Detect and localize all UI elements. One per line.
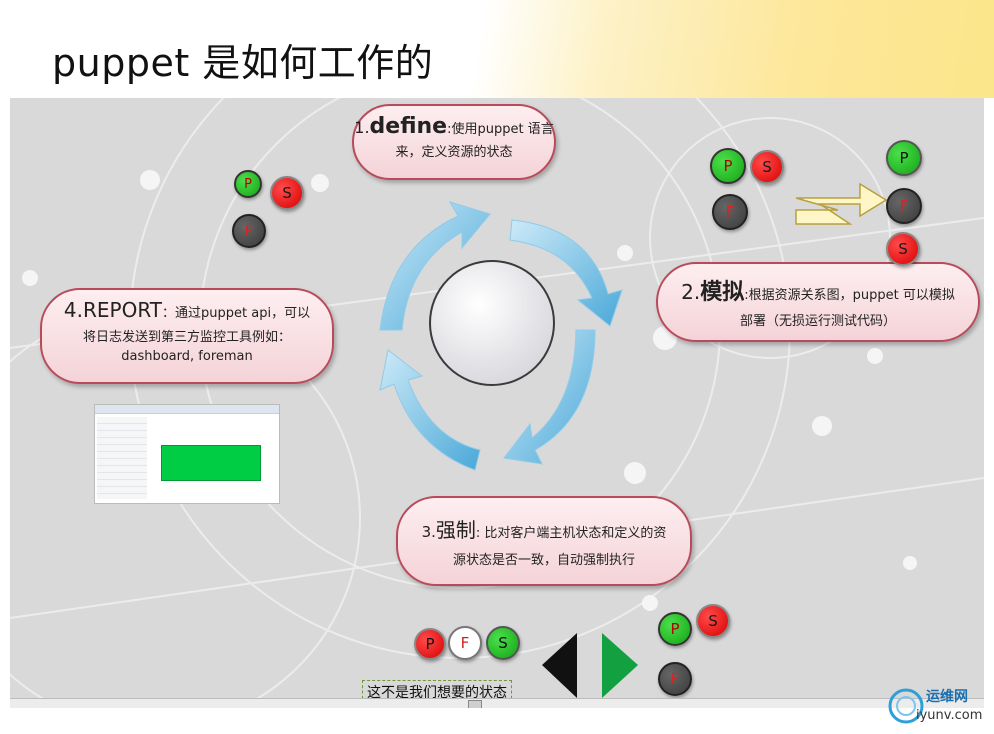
step-report-text1: ：通过puppet api，可以: [162, 306, 311, 321]
node-s: S: [486, 626, 520, 660]
step-define-text1: :使用puppet 语言: [447, 122, 554, 137]
step-define-bubble: 1.define:使用puppet 语言 来，定义资源的状态: [352, 104, 556, 180]
dashboard-thumb-bar: [161, 445, 261, 481]
dashboard-thumbnail: [94, 404, 280, 504]
node-f: F: [232, 214, 266, 248]
step-report-head: REPORT: [83, 298, 163, 322]
node-p: P: [414, 628, 446, 660]
background-decoration: [10, 98, 984, 708]
step-simulate-head: 模拟: [700, 280, 745, 305]
watermark: 运维网 iyunv.com: [886, 684, 992, 730]
horizontal-scrollbar[interactable]: [10, 698, 984, 708]
slide-header: puppet 是如何工作的: [0, 0, 994, 98]
step-report-text2: 将日志发送到第三方监控工具例如：: [82, 330, 291, 345]
step-simulate-text2: 部署（无损运行测试代码）: [739, 314, 896, 329]
node-p: P: [234, 170, 262, 198]
node-p: P: [886, 140, 922, 176]
node-f: F: [658, 662, 692, 696]
step-simulate-text1: :根据资源关系图，puppet 可以模拟: [744, 288, 955, 303]
node-p: P: [658, 612, 692, 646]
watermark-name: 运维网: [926, 689, 968, 705]
step-report-text3: dashboard, foreman: [121, 349, 253, 364]
step-enforce-text1: : 比对客户端主机状态和定义的资: [475, 526, 667, 541]
center-circle: [429, 260, 555, 386]
step-enforce-bubble: 3.强制: 比对客户端主机状态和定义的资 源状态是否一致，自动强制执行: [396, 496, 692, 586]
node-p: P: [710, 148, 746, 184]
step-simulate-number: 2.: [681, 280, 701, 304]
watermark-url: iyunv.com: [916, 708, 983, 723]
green-triangle-right: [602, 633, 638, 698]
step-enforce-number: 3.: [421, 523, 436, 541]
node-s: S: [270, 176, 304, 210]
scrollbar-thumb[interactable]: [468, 700, 482, 708]
cycle-arrows: [379, 201, 623, 471]
node-s: S: [886, 232, 920, 266]
step-define-text2: 来，定义资源的状态: [395, 145, 513, 160]
step-report-number: 4.: [63, 298, 84, 322]
node-s: S: [696, 604, 730, 638]
slide-title: puppet 是如何工作的: [52, 41, 434, 85]
step-simulate-bubble: 2.模拟:根据资源关系图，puppet 可以模拟 部署（无损运行测试代码）: [656, 262, 980, 342]
simulate-zigzag-arrow: [795, 182, 888, 225]
step-enforce-text2: 源状态是否一致，自动强制执行: [452, 553, 635, 568]
node-f: F: [448, 626, 482, 660]
step-define-number: 1.: [354, 118, 370, 137]
step-define-head: define: [369, 114, 448, 139]
black-triangle-left: [542, 633, 577, 698]
node-f: F: [712, 194, 748, 230]
watermark-logo-icon: [888, 688, 924, 724]
node-f: F: [886, 188, 922, 224]
step-enforce-head: 强制: [435, 518, 476, 542]
step-report-bubble: 4.REPORT：通过puppet api，可以 将日志发送到第三方监控工具例如…: [40, 288, 334, 384]
caption-text: 这不是我们想要的状态: [367, 685, 507, 701]
diagram-canvas: 1.define:使用puppet 语言 来，定义资源的状态 2.模拟:根据资源…: [10, 98, 984, 708]
dashboard-thumb-sidebar: [97, 417, 147, 499]
dashboard-thumb-topbar: [95, 405, 279, 414]
node-s: S: [750, 150, 784, 184]
